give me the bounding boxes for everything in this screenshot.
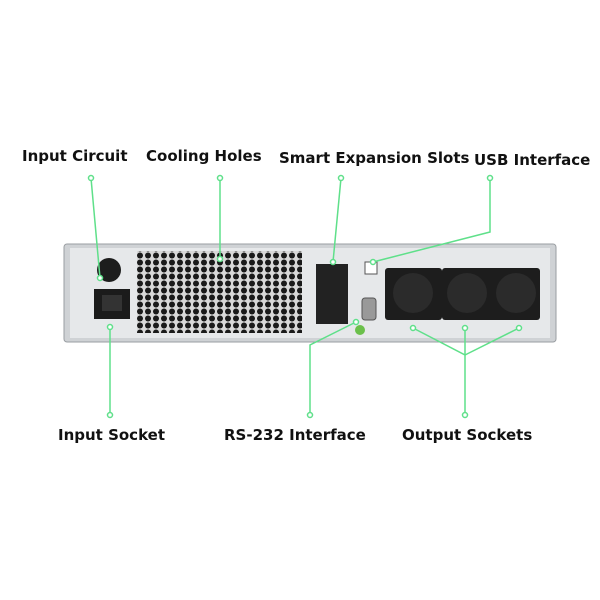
output-socket-3	[496, 273, 536, 313]
cooling-holes	[137, 251, 302, 333]
output-socket-2	[447, 273, 487, 313]
rs232-port	[361, 297, 377, 321]
ground-screw	[355, 325, 365, 335]
input-circuit-breaker	[97, 258, 121, 282]
label-usb-interface: USB Interface	[474, 151, 591, 169]
label-cooling-holes: Cooling Holes	[146, 147, 262, 165]
output-socket-1	[393, 273, 433, 313]
label-output-sockets: Output Sockets	[402, 426, 533, 444]
callout-dots	[87, 174, 523, 419]
label-rs232-interface: RS-232 Interface	[224, 426, 366, 444]
smart-expansion-slot	[316, 264, 348, 324]
label-smart-expansion-slots: Smart Expansion Slots	[279, 149, 470, 167]
label-input-circuit: Input Circuit	[22, 147, 128, 165]
input-socket-inner	[102, 295, 122, 311]
label-input-socket: Input Socket	[58, 426, 165, 444]
callout-lines	[90, 177, 520, 415]
